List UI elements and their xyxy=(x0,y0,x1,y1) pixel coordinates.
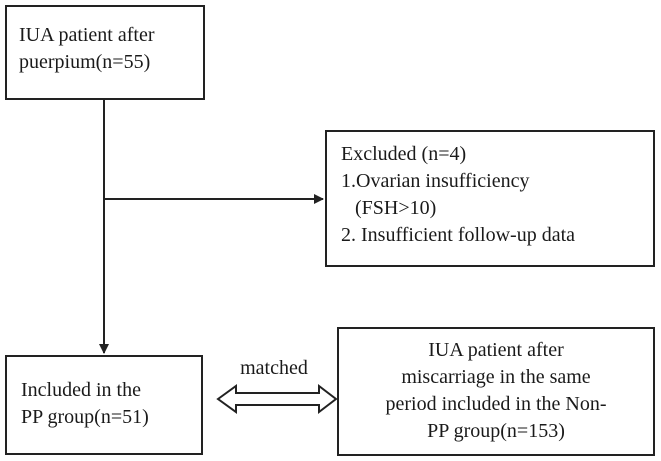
excluded-node-line-3: (FSH>10) xyxy=(355,197,437,219)
non-pp-group-node-line-4: PP group(n=153) xyxy=(427,420,565,442)
excluded-node-line-2: 1.Ovarian insufficiency xyxy=(341,170,530,192)
non-pp-group-node: IUA patient after miscarriage in the sam… xyxy=(337,327,655,456)
excluded-node-line-1: Excluded (n=4) xyxy=(341,143,467,165)
excluded-node: Excluded (n=4) 1.Ovarian insufficiency (… xyxy=(325,130,655,267)
excluded-node-line-4: 2. Insufficient follow-up data xyxy=(341,224,576,246)
non-pp-group-node-line-2: miscarriage in the same xyxy=(401,366,591,388)
pp-group-node: Included in the PP group(n=51) xyxy=(5,355,203,455)
start-node: IUA patient after puerpium(n=55) xyxy=(5,5,205,100)
start-node-line-2: puerpium(n=55) xyxy=(19,51,151,73)
matched-double-arrow xyxy=(216,383,338,415)
start-node-line-1: IUA patient after xyxy=(19,24,155,46)
pp-group-node-line-1: Included in the xyxy=(21,379,141,401)
non-pp-group-node-line-3: period included in the Non- xyxy=(385,393,607,415)
pp-group-node-line-2: PP group(n=51) xyxy=(21,406,149,428)
matched-label: matched xyxy=(240,357,308,379)
non-pp-group-node-line-1: IUA patient after xyxy=(428,339,564,361)
